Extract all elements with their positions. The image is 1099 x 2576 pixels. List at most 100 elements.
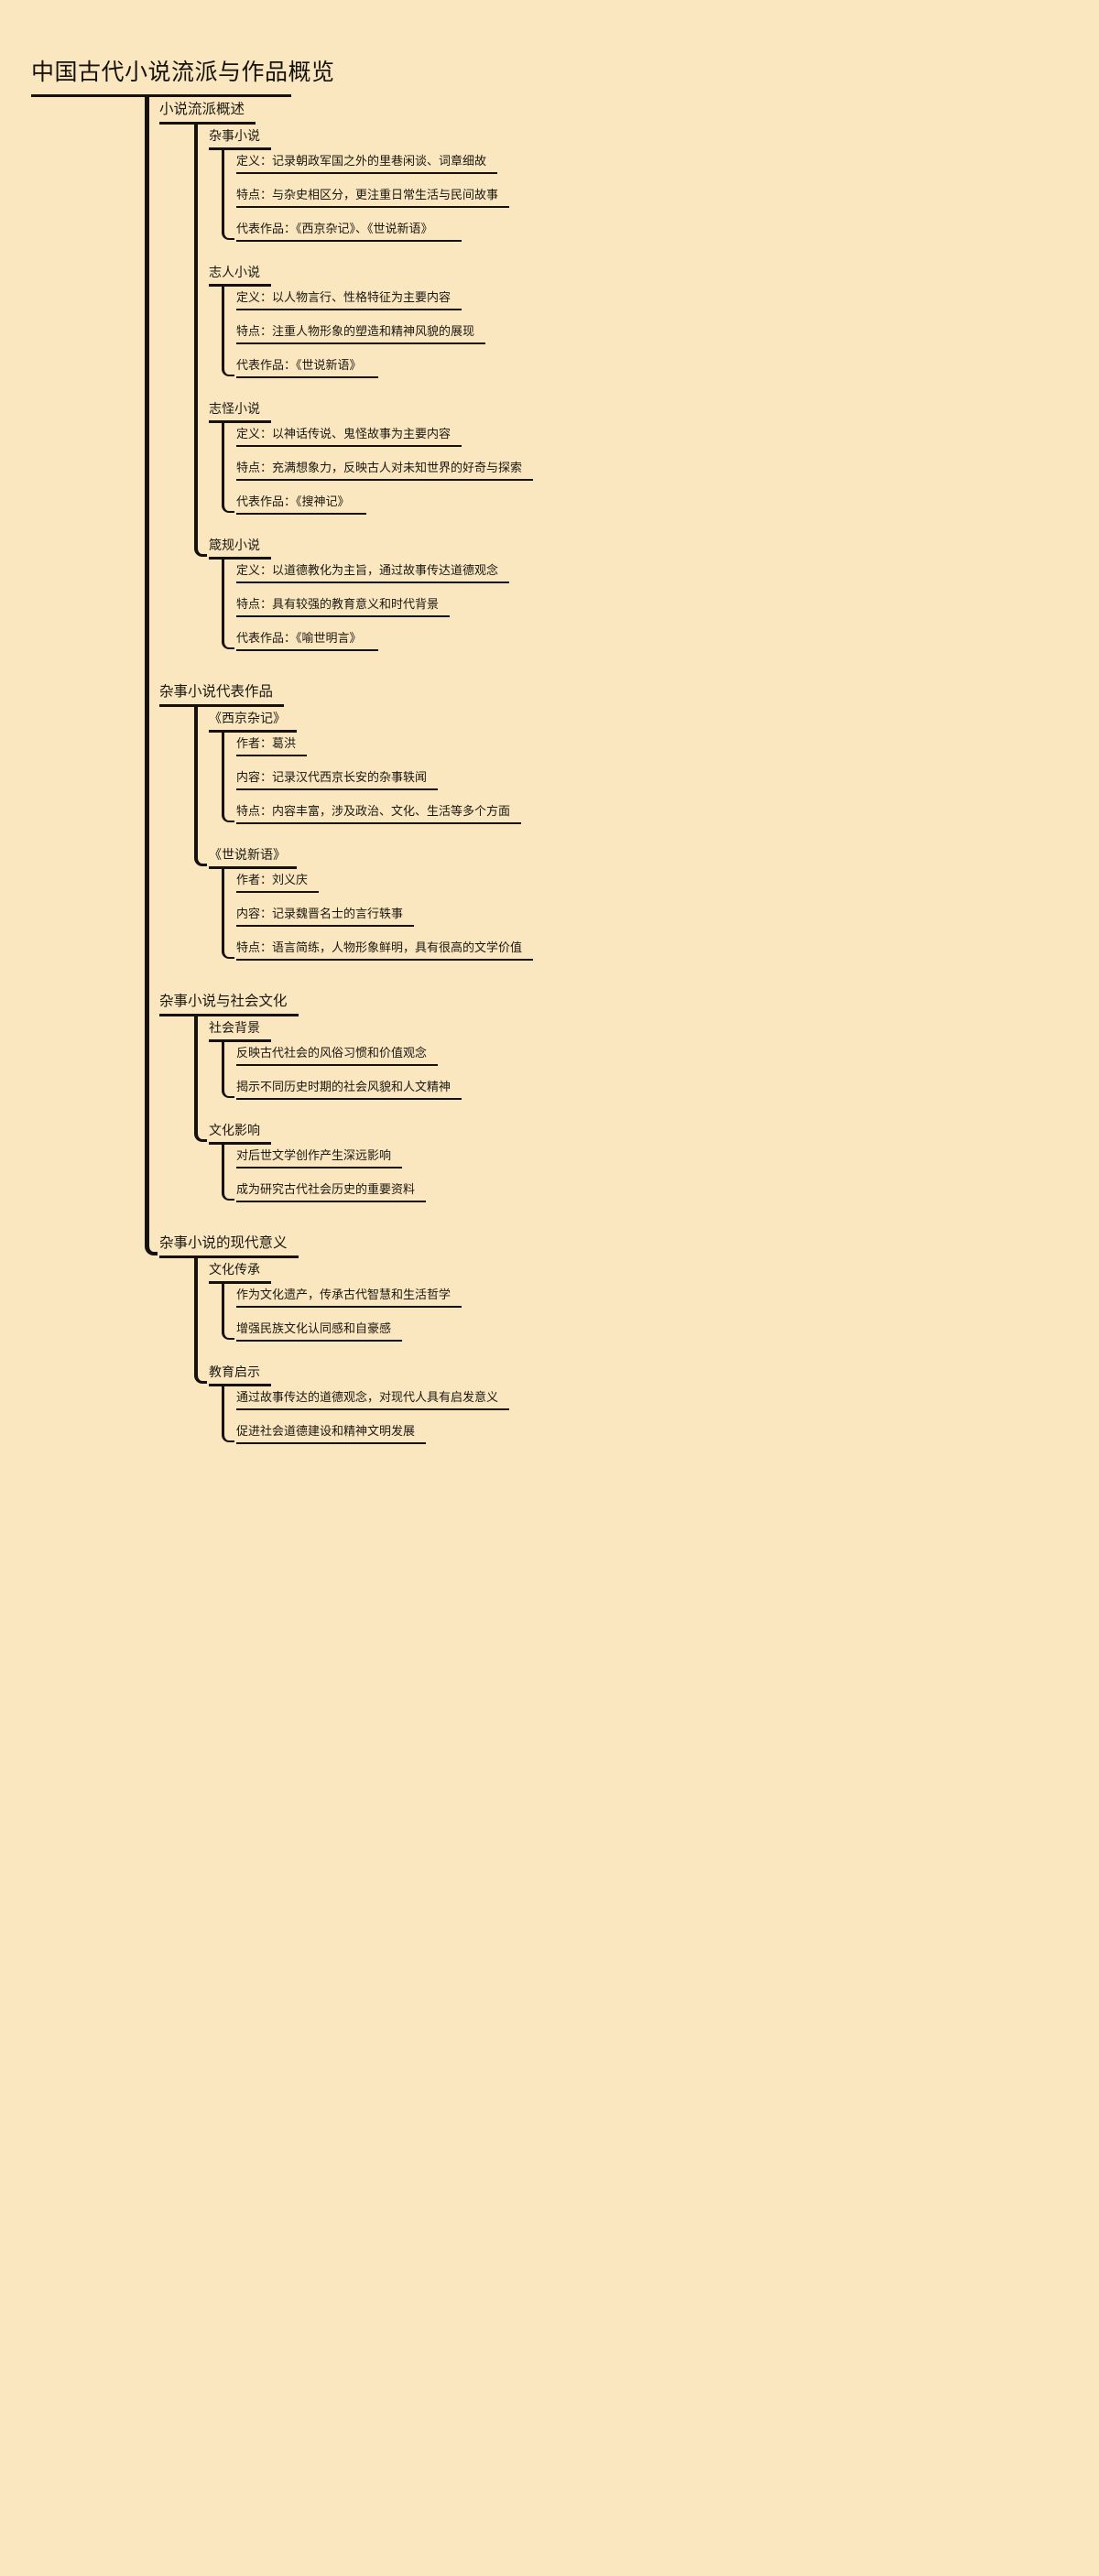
node-underline [236,1340,402,1342]
sub-branch-node[interactable]: 文化传承 [209,1262,260,1277]
node-underline [209,1384,271,1386]
sub-branch-node[interactable]: 教育启示 [209,1364,260,1379]
sub-branch-node[interactable]: 志怪小说 [209,401,260,416]
node-label: 揭示不同历史时期的社会风貌和人文精神 [236,1080,452,1093]
node-label: 定义：以道德教化为主旨，通过故事传达道德观念 [236,563,499,577]
node-underline [209,420,271,423]
tree-connector [222,1039,234,1098]
node-underline [236,513,366,515]
sub-branch-node[interactable]: 志人小说 [209,265,260,279]
tree-connector [222,866,234,959]
node-underline [209,730,297,733]
topic-node[interactable]: 通过故事传达的道德观念，对现代人具有启发意义 [236,1390,499,1404]
sub-branch-node[interactable]: 文化影响 [209,1123,260,1137]
tree-connector [222,420,234,513]
node-label: 志怪小说 [209,401,260,416]
node-label: 特点：与杂史相区分，更注重日常生活与民间故事 [236,188,499,201]
node-underline [236,582,509,583]
node-underline [159,122,256,125]
node-label: 对后世文学创作产生深远影响 [236,1148,392,1162]
tree-connector [222,1281,234,1340]
topic-node[interactable]: 特点：具有较强的教育意义和时代背景 [236,597,439,611]
topic-node[interactable]: 特点：充满想象力，反映古人对未知世界的好奇与探索 [236,461,523,474]
node-label: 《世说新语》 [209,847,286,862]
topic-node[interactable]: 定义：以道德教化为主旨，通过故事传达道德观念 [236,563,499,577]
node-label: 特点：内容丰富，涉及政治、文化、生活等多个方面 [236,804,511,818]
node-underline [236,309,462,310]
sub-branch-node[interactable]: 社会背景 [209,1020,260,1035]
node-label: 特点：语言简练，人物形象鲜明，具有很高的文学价值 [236,940,523,954]
node-underline [236,445,462,447]
node-underline [209,1281,271,1284]
node-label: 教育启示 [209,1364,260,1379]
topic-node[interactable]: 内容：记录魏晋名士的言行轶事 [236,907,404,920]
node-underline [236,822,521,824]
topic-node[interactable]: 增强民族文化认同感和自豪感 [236,1321,392,1335]
node-underline [209,1142,271,1145]
topic-node[interactable]: 定义：以人物言行、性格特征为主要内容 [236,290,452,304]
topic-node[interactable]: 内容：记录汉代西京长安的杂事轶闻 [236,770,428,784]
topic-node[interactable]: 特点：内容丰富，涉及政治、文化、生活等多个方面 [236,804,511,818]
branch-node[interactable]: 杂事小说代表作品 [159,684,273,700]
tree-connector [194,1255,207,1384]
sub-branch-node[interactable]: 《世说新语》 [209,847,286,862]
node-label: 内容：记录魏晋名士的言行轶事 [236,907,404,920]
node-label: 定义：以人物言行、性格特征为主要内容 [236,290,452,304]
tree-connector [194,1014,207,1142]
node-label: 通过故事传达的道德观念，对现代人具有启发意义 [236,1390,499,1404]
node-underline [236,1064,438,1066]
node-label: 文化影响 [209,1123,260,1137]
node-underline [236,788,438,790]
branch-node[interactable]: 小说流派概述 [159,102,245,117]
node-underline [236,1201,426,1202]
topic-node[interactable]: 反映古代社会的风俗习惯和价值观念 [236,1046,428,1060]
branch-node[interactable]: 杂事小说的现代意义 [159,1235,288,1251]
tree-connector [222,557,234,649]
sub-branch-node[interactable]: 杂事小说 [209,128,260,143]
node-label: 社会背景 [209,1020,260,1035]
topic-node[interactable]: 特点：语言简练，人物形象鲜明，具有很高的文学价值 [236,940,523,954]
node-label: 杂事小说 [209,128,260,143]
node-underline [236,206,509,208]
node-underline [159,1255,299,1258]
node-underline [209,147,271,150]
node-label: 杂事小说代表作品 [159,684,274,700]
node-label: 特点：充满想象力，反映古人对未知世界的好奇与探索 [236,461,523,474]
node-underline [236,1442,426,1444]
root-underline [31,94,291,97]
topic-node[interactable]: 揭示不同历史时期的社会风貌和人文精神 [236,1080,452,1093]
tree-connector [222,147,234,240]
topic-node[interactable]: 作者：刘义庆 [236,873,308,886]
topic-node[interactable]: 成为研究古代社会历史的重要资料 [236,1182,415,1196]
topic-node[interactable]: 特点：与杂史相区分，更注重日常生活与民间故事 [236,188,499,201]
tree-connector [194,122,207,557]
node-underline [236,376,378,378]
topic-node[interactable]: 对后世文学创作产生深远影响 [236,1148,392,1162]
node-underline [236,615,450,617]
topic-node[interactable]: 特点：注重人物形象的塑造和精神风貌的展现 [236,324,474,338]
topic-node[interactable]: 代表作品：《西京杂记》、《世说新语》 [236,222,433,235]
topic-node[interactable]: 代表作品：《喻世明言》 [236,631,362,645]
topic-node[interactable]: 定义：记录朝政军国之外的里巷闲谈、词章细故 [236,154,486,168]
node-label: 代表作品：《喻世明言》 [236,631,362,645]
branch-node[interactable]: 杂事小说与社会文化 [159,994,288,1009]
topic-node[interactable]: 促进社会道德建设和精神文明发展 [236,1424,415,1438]
sub-branch-node[interactable]: 箴规小说 [209,538,260,552]
root-title: 中国古代小说流派与作品概览 [31,60,335,85]
topic-node[interactable]: 作为文化遗产，传承古代智慧和生活哲学 [236,1288,451,1301]
node-underline [236,1167,402,1168]
node-underline [159,704,284,707]
sub-branch-node[interactable]: 《西京杂记》 [209,711,286,725]
node-label: 增强民族文化认同感和自豪感 [236,1321,392,1335]
node-underline [236,925,414,927]
topic-node[interactable]: 作者：葛洪 [236,736,296,750]
topic-node[interactable]: 代表作品：《世说新语》 [236,358,362,372]
node-underline [236,342,485,344]
node-label: 作为文化遗产，传承古代智慧和生活哲学 [236,1288,452,1301]
node-underline [209,1039,271,1042]
node-label: 内容：记录汉代西京长安的杂事轶闻 [236,770,428,784]
node-label: 反映古代社会的风俗习惯和价值观念 [236,1046,428,1060]
topic-node[interactable]: 定义：以神话传说、鬼怪故事为主要内容 [236,427,451,440]
tree-connector [222,1384,234,1442]
topic-node[interactable]: 代表作品：《搜神记》 [236,495,350,508]
